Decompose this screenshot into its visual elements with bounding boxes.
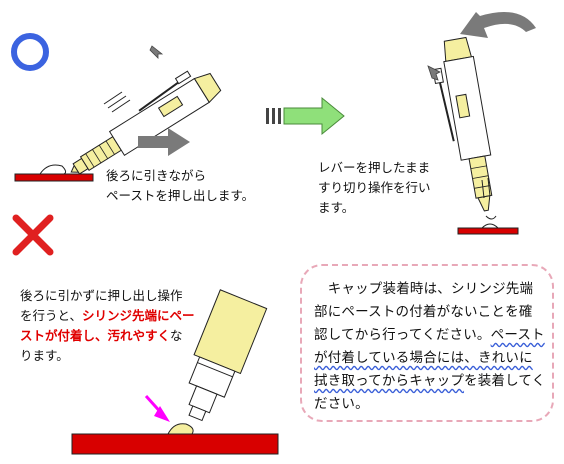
caption-wrong-warning1: シリンジ先端にペー ストが付着し [20, 308, 195, 343]
syringe-lever-illustration [427, 12, 536, 235]
caption-lever-scrape: レバーを押したまま すり切り操作を行い ます。 [318, 160, 431, 215]
caption-wrong-part1: 後ろに引かずに押し出し操作 を行うと、 [20, 288, 183, 323]
caption-wrong-part3: な ります。 [20, 328, 183, 363]
caption-wrong-operation: 後ろに引かずに押し出し操作 を行うと、シリンジ先端にペー ストが付着し、汚れやす… [20, 266, 250, 366]
caution-note-text: キャップ装着時は、シリンジ先端部にペーストの付着がないことを確認してから行ってく… [314, 278, 546, 416]
syringe-pull-illustration [14, 45, 222, 182]
caption-wrong-warning2: 汚れやすく [107, 328, 171, 343]
note-part3: を装着してください。 [314, 373, 546, 412]
caution-note-box: キャップ装着時は、シリンジ先端部にペーストの付着がないことを確認してから行ってく… [300, 264, 554, 422]
note-part1: キャップ装着時は、シリンジ先端部にペーストの付着がないことを確認してから行ってく… [314, 281, 534, 343]
green-arrow-icon [266, 96, 345, 136]
note-part2-underlined: ペーストが付着している場合には、きれいに拭き取ってからキャップ [314, 327, 545, 389]
caption-pull-back: 後ろに引きながら ペーストを押し出します。 [106, 168, 255, 203]
ng-cross-icon [12, 214, 54, 256]
ok-mark-icon [11, 33, 49, 71]
syringe-push-illustration [71, 289, 279, 455]
caption-wrong-comma: 、 [95, 328, 108, 343]
